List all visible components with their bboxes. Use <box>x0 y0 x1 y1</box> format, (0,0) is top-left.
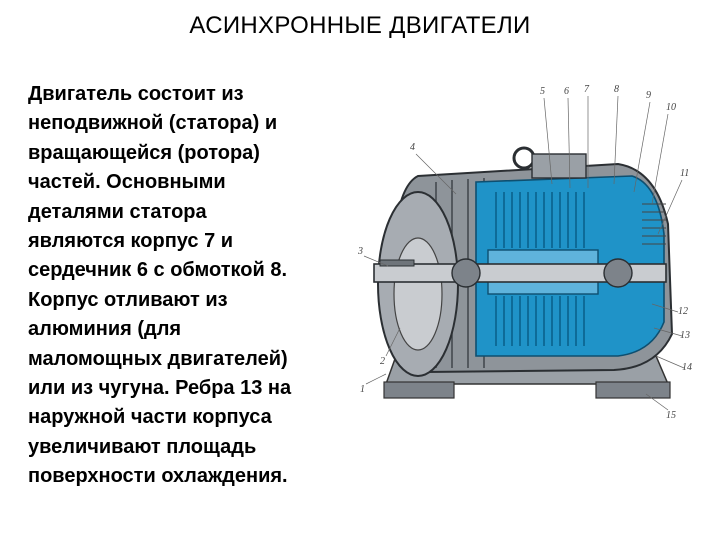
body-line: Двигатель состоит из <box>28 83 244 105</box>
body-line: Корпус отливают из <box>28 288 228 311</box>
body-line: являются корпус 7 и <box>28 230 234 253</box>
slide-title: АСИНХРОННЫЕ ДВИГАТЕЛИ <box>189 12 531 39</box>
bearing-right <box>603 258 633 288</box>
body-line: частей. Основными <box>28 171 226 194</box>
body-line: вращающейся (ротора) <box>28 141 260 164</box>
motor-cutaway-illustration: 5 6 7 8 9 4 10 11 3 12 2 13 1 14 15 <box>356 84 696 444</box>
callout-label: 11 <box>680 168 690 179</box>
bearing-left <box>451 258 481 288</box>
callout-leaders <box>363 95 685 411</box>
callout-label: 6 <box>564 86 569 97</box>
callout-label: 1 <box>360 384 365 395</box>
callout-label: 3 <box>358 246 363 257</box>
motor-shaft <box>373 263 667 283</box>
callout-label: 5 <box>540 86 545 97</box>
body-line: деталями статора <box>28 200 207 223</box>
foot-left <box>383 381 455 399</box>
end-shield-left-inner <box>393 237 443 351</box>
stator-winding <box>495 192 585 346</box>
body-line: сердечник 6 с обмоткой 8. <box>28 259 288 282</box>
callout-label: 13 <box>680 330 690 341</box>
callout-label: 10 <box>666 102 676 113</box>
foot-right <box>595 381 671 399</box>
terminal-box <box>531 153 587 179</box>
body-line: увеличивают площадь <box>28 435 257 458</box>
body-line: или из чугуна. Ребра 13 на <box>28 377 292 400</box>
body-text: Двигатель состоит из неподвижной (статор… <box>28 80 358 492</box>
callout-label: 9 <box>646 90 651 101</box>
body-line: алюминия (для <box>28 318 182 341</box>
body-line: наружной части корпуса <box>28 406 272 429</box>
callout-label: 4 <box>410 142 415 153</box>
motor-drawing <box>363 95 685 411</box>
callout-label: 7 <box>584 84 589 95</box>
callout-label: 14 <box>682 362 692 373</box>
body-line: неподвижной (статора) и <box>28 112 278 135</box>
body-line: маломощных двигателей) <box>28 347 288 370</box>
callout-label: 12 <box>678 306 688 317</box>
callout-label: 2 <box>380 356 385 367</box>
lifting-eye <box>512 146 536 170</box>
body-line: поверхности охлаждения. <box>28 465 288 488</box>
fan-cover-grille <box>642 203 666 245</box>
callout-label: 8 <box>614 84 619 95</box>
callout-label: 15 <box>666 410 676 421</box>
